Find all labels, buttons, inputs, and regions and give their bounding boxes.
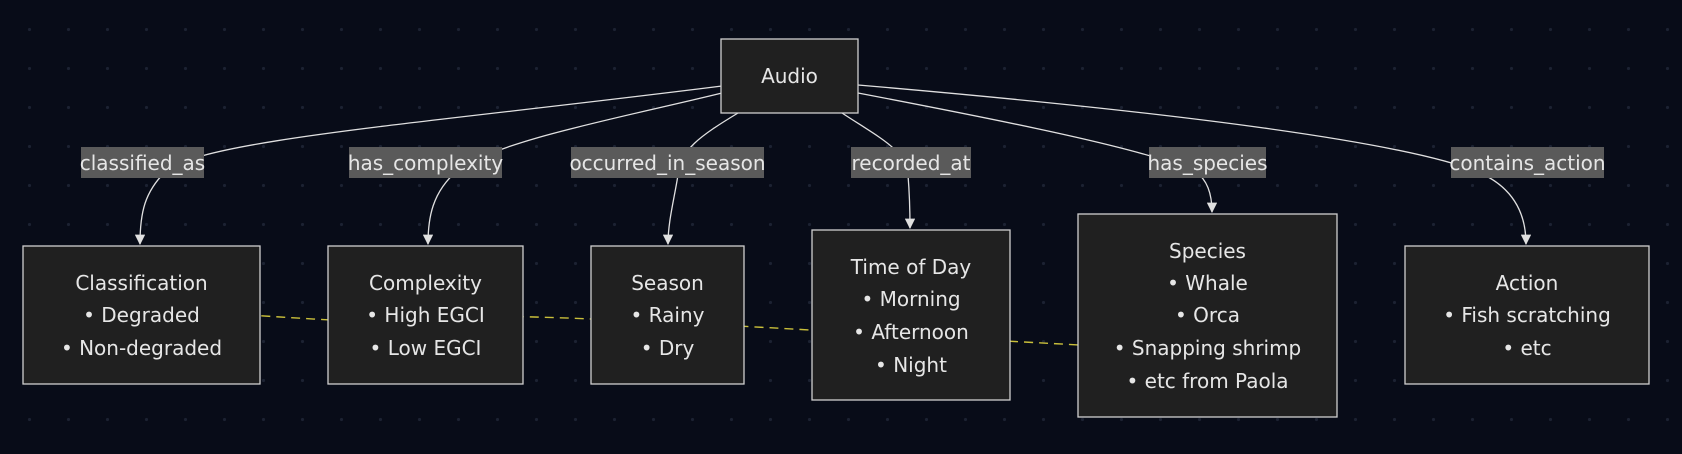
node-species[interactable]: Species • Whale • Orca • Snapping shrimp… [1077, 213, 1338, 418]
node-action[interactable]: Action • Fish scratching • etc [1404, 245, 1650, 385]
node-classification-title: Classification [75, 271, 207, 295]
edge-label-recorded-at-text: recorded_at [852, 151, 971, 175]
node-species-item: • etc from Paola [1126, 369, 1288, 393]
node-species-item: • Snapping shrimp [1114, 336, 1302, 360]
node-species-title: Species [1169, 239, 1246, 263]
edge-contains-action [857, 84, 1532, 246]
node-time-of-day-item: • Night [875, 353, 947, 377]
edge-has-species [857, 92, 1218, 214]
node-audio-label: Audio [761, 64, 818, 88]
node-season-item: • Dry [641, 336, 695, 360]
node-classification-item: • Degraded [83, 303, 200, 327]
node-species-item: • Orca [1175, 303, 1240, 327]
edge-label-classified-as-text: classified_as [80, 151, 205, 175]
edges-layer [134, 84, 1532, 246]
edge-label-contains-action: contains_action [1449, 147, 1606, 178]
edge-label-classified-as: classified_as [80, 147, 205, 178]
node-time-of-day-item: • Morning [861, 287, 960, 311]
node-complexity-item: • Low EGCI [370, 336, 482, 360]
edge-label-has-complexity-text: has_complexity [348, 151, 504, 175]
edge-label-recorded-at: recorded_at [851, 147, 971, 178]
node-season-item: • Rainy [631, 303, 705, 327]
edge-classified-as [134, 85, 723, 246]
node-species-item: • Whale [1167, 271, 1248, 295]
node-classification-item: • Non-degraded [61, 336, 222, 360]
node-action-title: Action [1496, 271, 1559, 295]
edge-label-contains-action-text: contains_action [1449, 151, 1605, 175]
node-classification[interactable]: Classification • Degraded • Non-degraded [22, 245, 261, 385]
edge-label-has-complexity: has_complexity [348, 147, 504, 178]
edge-occurred-in-season [662, 112, 739, 246]
node-complexity-item: • High EGCI [366, 303, 484, 327]
node-time-of-day-item: • Afternoon [853, 320, 969, 344]
node-action-item: • etc [1502, 336, 1551, 360]
edge-label-has-species-text: has_species [1147, 151, 1267, 175]
node-complexity[interactable]: Complexity • High EGCI • Low EGCI [327, 245, 524, 385]
node-audio[interactable]: Audio [720, 38, 859, 114]
edge-label-occurred-in-season-text: occurred_in_season [569, 151, 765, 175]
node-season[interactable]: Season • Rainy • Dry [590, 245, 745, 385]
node-action-item: • Fish scratching [1443, 303, 1611, 327]
edge-labels-layer: classified_as has_complexity occurred_in… [80, 147, 1606, 178]
node-time-of-day-title: Time of Day [850, 255, 972, 279]
node-season-title: Season [631, 271, 704, 295]
node-complexity-title: Complexity [369, 271, 482, 295]
edge-label-occurred-in-season: occurred_in_season [569, 147, 766, 178]
edge-label-has-species: has_species [1147, 147, 1268, 178]
node-time-of-day[interactable]: Time of Day • Morning • Afternoon • Nigh… [811, 229, 1011, 401]
